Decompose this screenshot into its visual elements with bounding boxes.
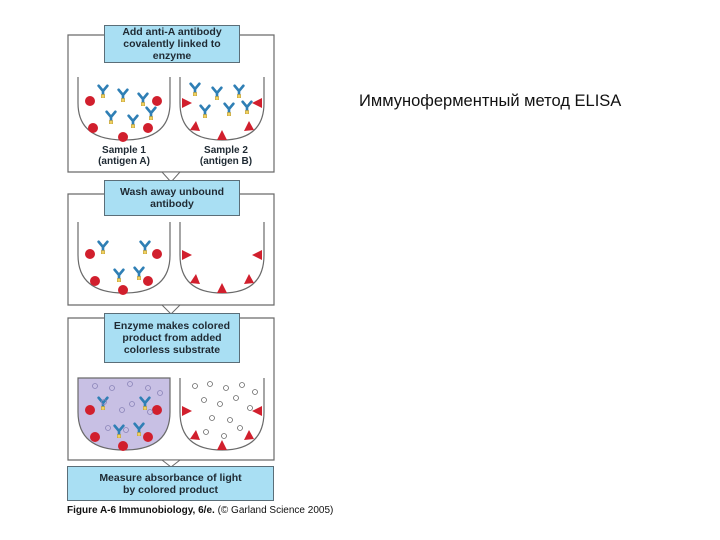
arrow-3 [160,459,182,468]
figure-caption: Figure A-6 Immunobiology, 6/e. (© Garlan… [67,505,333,516]
step-box-add-antibody: Add anti-A antibody covalently linked to… [104,25,240,63]
step4-line2: by colored product [122,483,219,496]
sample-2-antigen: (antigen B) [199,156,253,167]
step-box-wash: Wash away unbound antibody [104,180,240,216]
step1-line2: covalently linked to enzyme [123,38,221,62]
arrow-1 [160,171,182,183]
step2-line2: antibody [150,198,194,210]
well-row2-sample2 [179,222,265,294]
well-row2-sample1 [77,222,171,295]
step1-line1: Add anti-A antibody [122,26,222,38]
sample-1-antigen: (antigen A) [98,156,150,167]
page-title: Иммуноферментный метод ELISA [359,92,622,110]
well-row3-sample2 [179,378,265,451]
step3-line2: product from added [122,332,222,344]
step-box-enzyme-reaction: Enzyme makes colored product from added … [104,313,240,363]
arrow-2 [160,304,182,315]
sample-2-name: Sample 2 [204,145,248,156]
caption-copyright: (© Garland Science 2005) [217,505,334,516]
sample-1-name: Sample 1 [102,145,146,156]
step4-line1: Measure absorbance of light [99,471,242,484]
sample-2-label: Sample 2 (antigen B) [186,145,266,167]
caption-figure: Figure A-6 [67,505,117,516]
step2-line1: Wash away unbound [119,186,225,198]
step3-line1: Enzyme makes colored [113,320,231,332]
step3-line3: colorless substrate [123,344,221,356]
well-row1-sample1 [77,77,171,142]
sample-1-label: Sample 1 (antigen A) [84,145,164,167]
well-row1-sample2 [179,77,265,141]
caption-book: Immunobiology, 6/e. [118,505,215,516]
step-box-measure: Measure absorbance of light by colored p… [67,466,274,501]
well-row3-sample1 [77,377,171,451]
